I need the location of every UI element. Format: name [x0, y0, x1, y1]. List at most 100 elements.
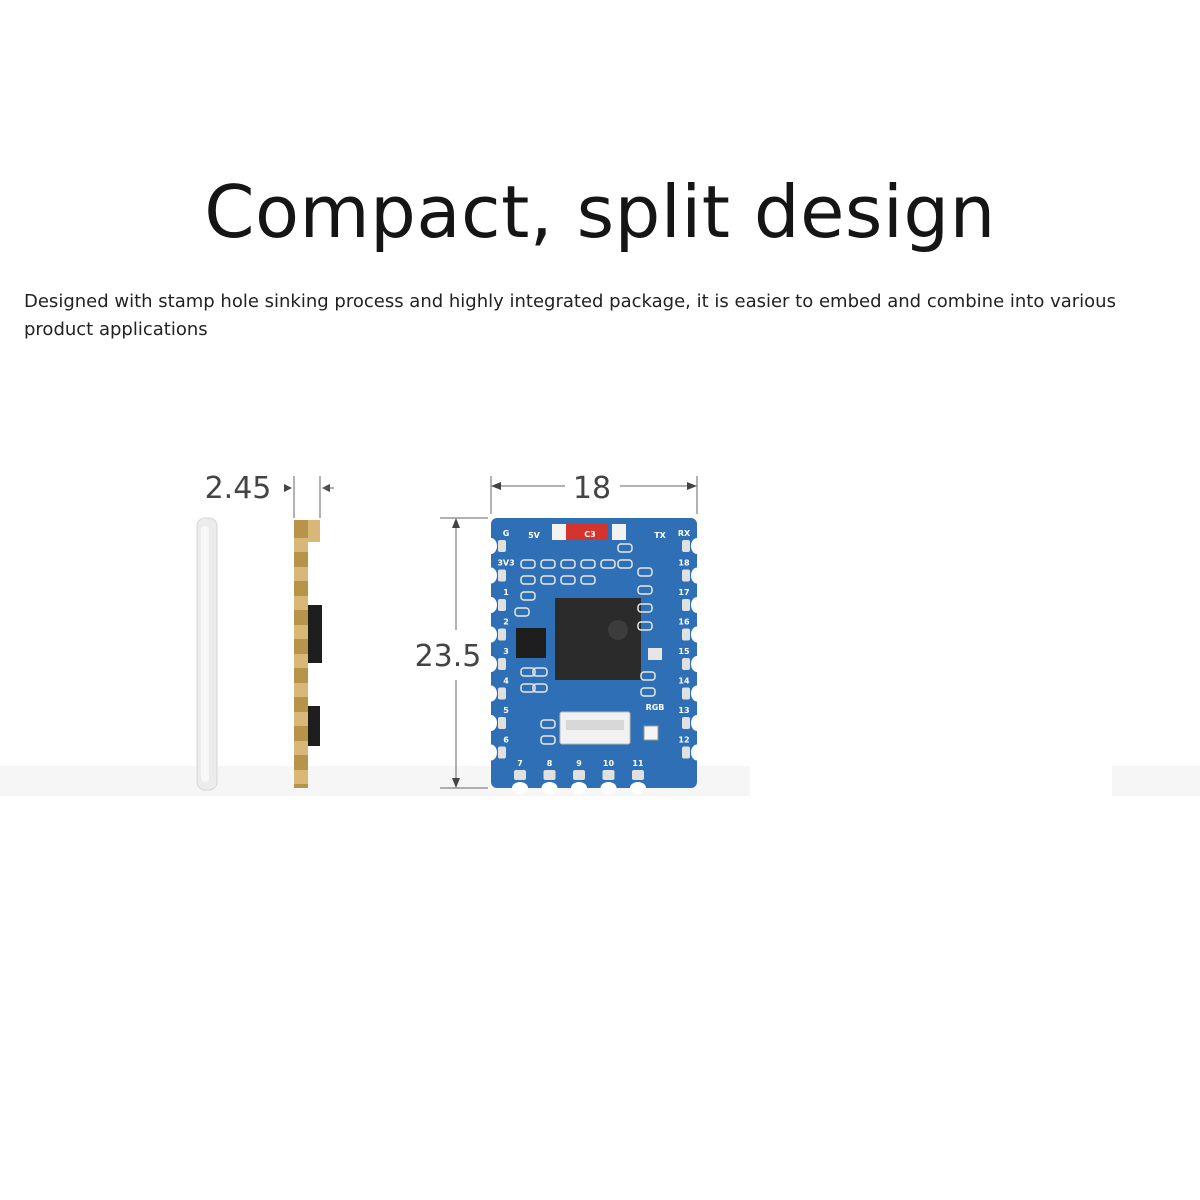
fpc-connector-slot — [566, 720, 624, 730]
right-pin-hole — [691, 567, 703, 584]
label-tx: TX — [654, 531, 666, 540]
left-pin-label: 3 — [503, 647, 509, 656]
side-pad — [294, 654, 308, 668]
passive-part — [637, 585, 653, 595]
right-pin-label: 14 — [678, 677, 690, 686]
right-pin-label: RX — [678, 529, 691, 538]
left-pin-label: 2 — [503, 618, 509, 627]
side-view-board — [294, 520, 322, 788]
passive-components — [514, 543, 656, 745]
bottom-pin-hole — [512, 782, 528, 794]
chip-logo-icon — [608, 620, 628, 640]
passive-part — [637, 621, 653, 631]
passive-part — [640, 687, 656, 697]
page-description: Designed with stamp hole sinking process… — [24, 291, 1116, 340]
right-pin-hole — [691, 715, 703, 731]
bottom-pin-pad — [573, 770, 585, 780]
thickness-dimension: 2.45 — [205, 471, 334, 518]
dimension-diagram: 2.45 18 23.5 — [0, 471, 1200, 796]
right-pin-label: 12 — [678, 736, 689, 745]
right-pin-hole — [691, 626, 703, 643]
side-view-plate — [196, 517, 218, 791]
passive-part — [520, 559, 536, 569]
left-pin-label: 6 — [503, 736, 509, 745]
side-pad — [294, 770, 308, 784]
left-pin-pad — [498, 746, 506, 759]
right-pin-hole — [691, 538, 703, 554]
side-component — [308, 706, 320, 746]
right-pin-hole — [691, 597, 703, 613]
left-pin-pad — [498, 717, 506, 729]
page-title: Compact, split design — [204, 170, 996, 254]
bottom-pin-pad — [632, 770, 644, 780]
passive-part — [540, 559, 556, 569]
right-pin-pad — [682, 746, 690, 759]
passive-part — [520, 591, 536, 601]
right-pin-pad — [682, 599, 690, 611]
bottom-pin-label: 7 — [517, 759, 523, 768]
passive-part — [540, 719, 556, 729]
side-pad — [294, 567, 308, 581]
left-pin-label: 4 — [503, 677, 509, 686]
passive-part — [637, 603, 653, 613]
left-pin-label: G — [503, 529, 510, 538]
left-pin-pad — [498, 540, 506, 552]
passive-part — [560, 559, 576, 569]
background-band-right — [1112, 766, 1200, 796]
label-rgb: RGB — [646, 703, 665, 712]
left-pin-hole — [485, 567, 497, 584]
right-pin-pad — [682, 687, 690, 700]
left-pin-pad — [498, 628, 506, 641]
right-pin-label: 17 — [678, 588, 689, 597]
side-pad — [294, 683, 308, 697]
side-pad — [294, 712, 308, 726]
passive-part — [637, 567, 653, 577]
passive-part — [540, 735, 556, 745]
white-silk-pad-1 — [552, 524, 566, 540]
bottom-pin-hole — [630, 782, 646, 794]
right-pin-hole — [691, 685, 703, 702]
right-pin-hole — [691, 744, 703, 761]
bottom-pin-pad — [514, 770, 526, 780]
side-pad — [294, 596, 308, 610]
passive-part — [617, 543, 633, 553]
left-pin-pad — [498, 687, 506, 700]
passive-part — [520, 683, 536, 693]
right-pin-hole — [691, 656, 703, 672]
bottom-pin-label: 10 — [603, 759, 615, 768]
right-pin-pad — [682, 717, 690, 729]
left-pin-pad — [498, 569, 506, 582]
left-pin-hole — [485, 597, 497, 613]
side-component — [308, 605, 322, 663]
bottom-pin-pad — [602, 770, 615, 780]
left-pin-label: 1 — [503, 588, 509, 597]
left-pin-pad — [498, 599, 506, 611]
passive-part — [600, 559, 616, 569]
side-pad — [294, 625, 308, 639]
left-pin-hole — [485, 626, 497, 643]
bottom-pin-hole — [541, 782, 558, 794]
side-pad — [294, 538, 308, 552]
left-pin-hole — [485, 656, 497, 672]
label-c3: C3 — [584, 530, 595, 539]
left-pin-hole — [485, 744, 497, 761]
white-silk-pad-2 — [612, 524, 626, 540]
passive-part — [514, 607, 530, 617]
regulator-chip — [516, 628, 546, 658]
passive-part — [640, 671, 656, 681]
passive-part — [532, 683, 548, 693]
thickness-label: 2.45 — [205, 471, 272, 506]
left-pin-label: 3V3 — [497, 559, 514, 568]
bottom-pin-hole — [600, 782, 617, 794]
width-dimension: 18 — [490, 471, 698, 514]
bottom-pin-hole — [571, 782, 587, 794]
rgb-led — [643, 725, 659, 741]
height-label: 23.5 — [415, 639, 482, 674]
left-pin-pad — [498, 658, 506, 670]
passive-part — [520, 575, 536, 585]
right-pin-label: 18 — [678, 559, 690, 568]
